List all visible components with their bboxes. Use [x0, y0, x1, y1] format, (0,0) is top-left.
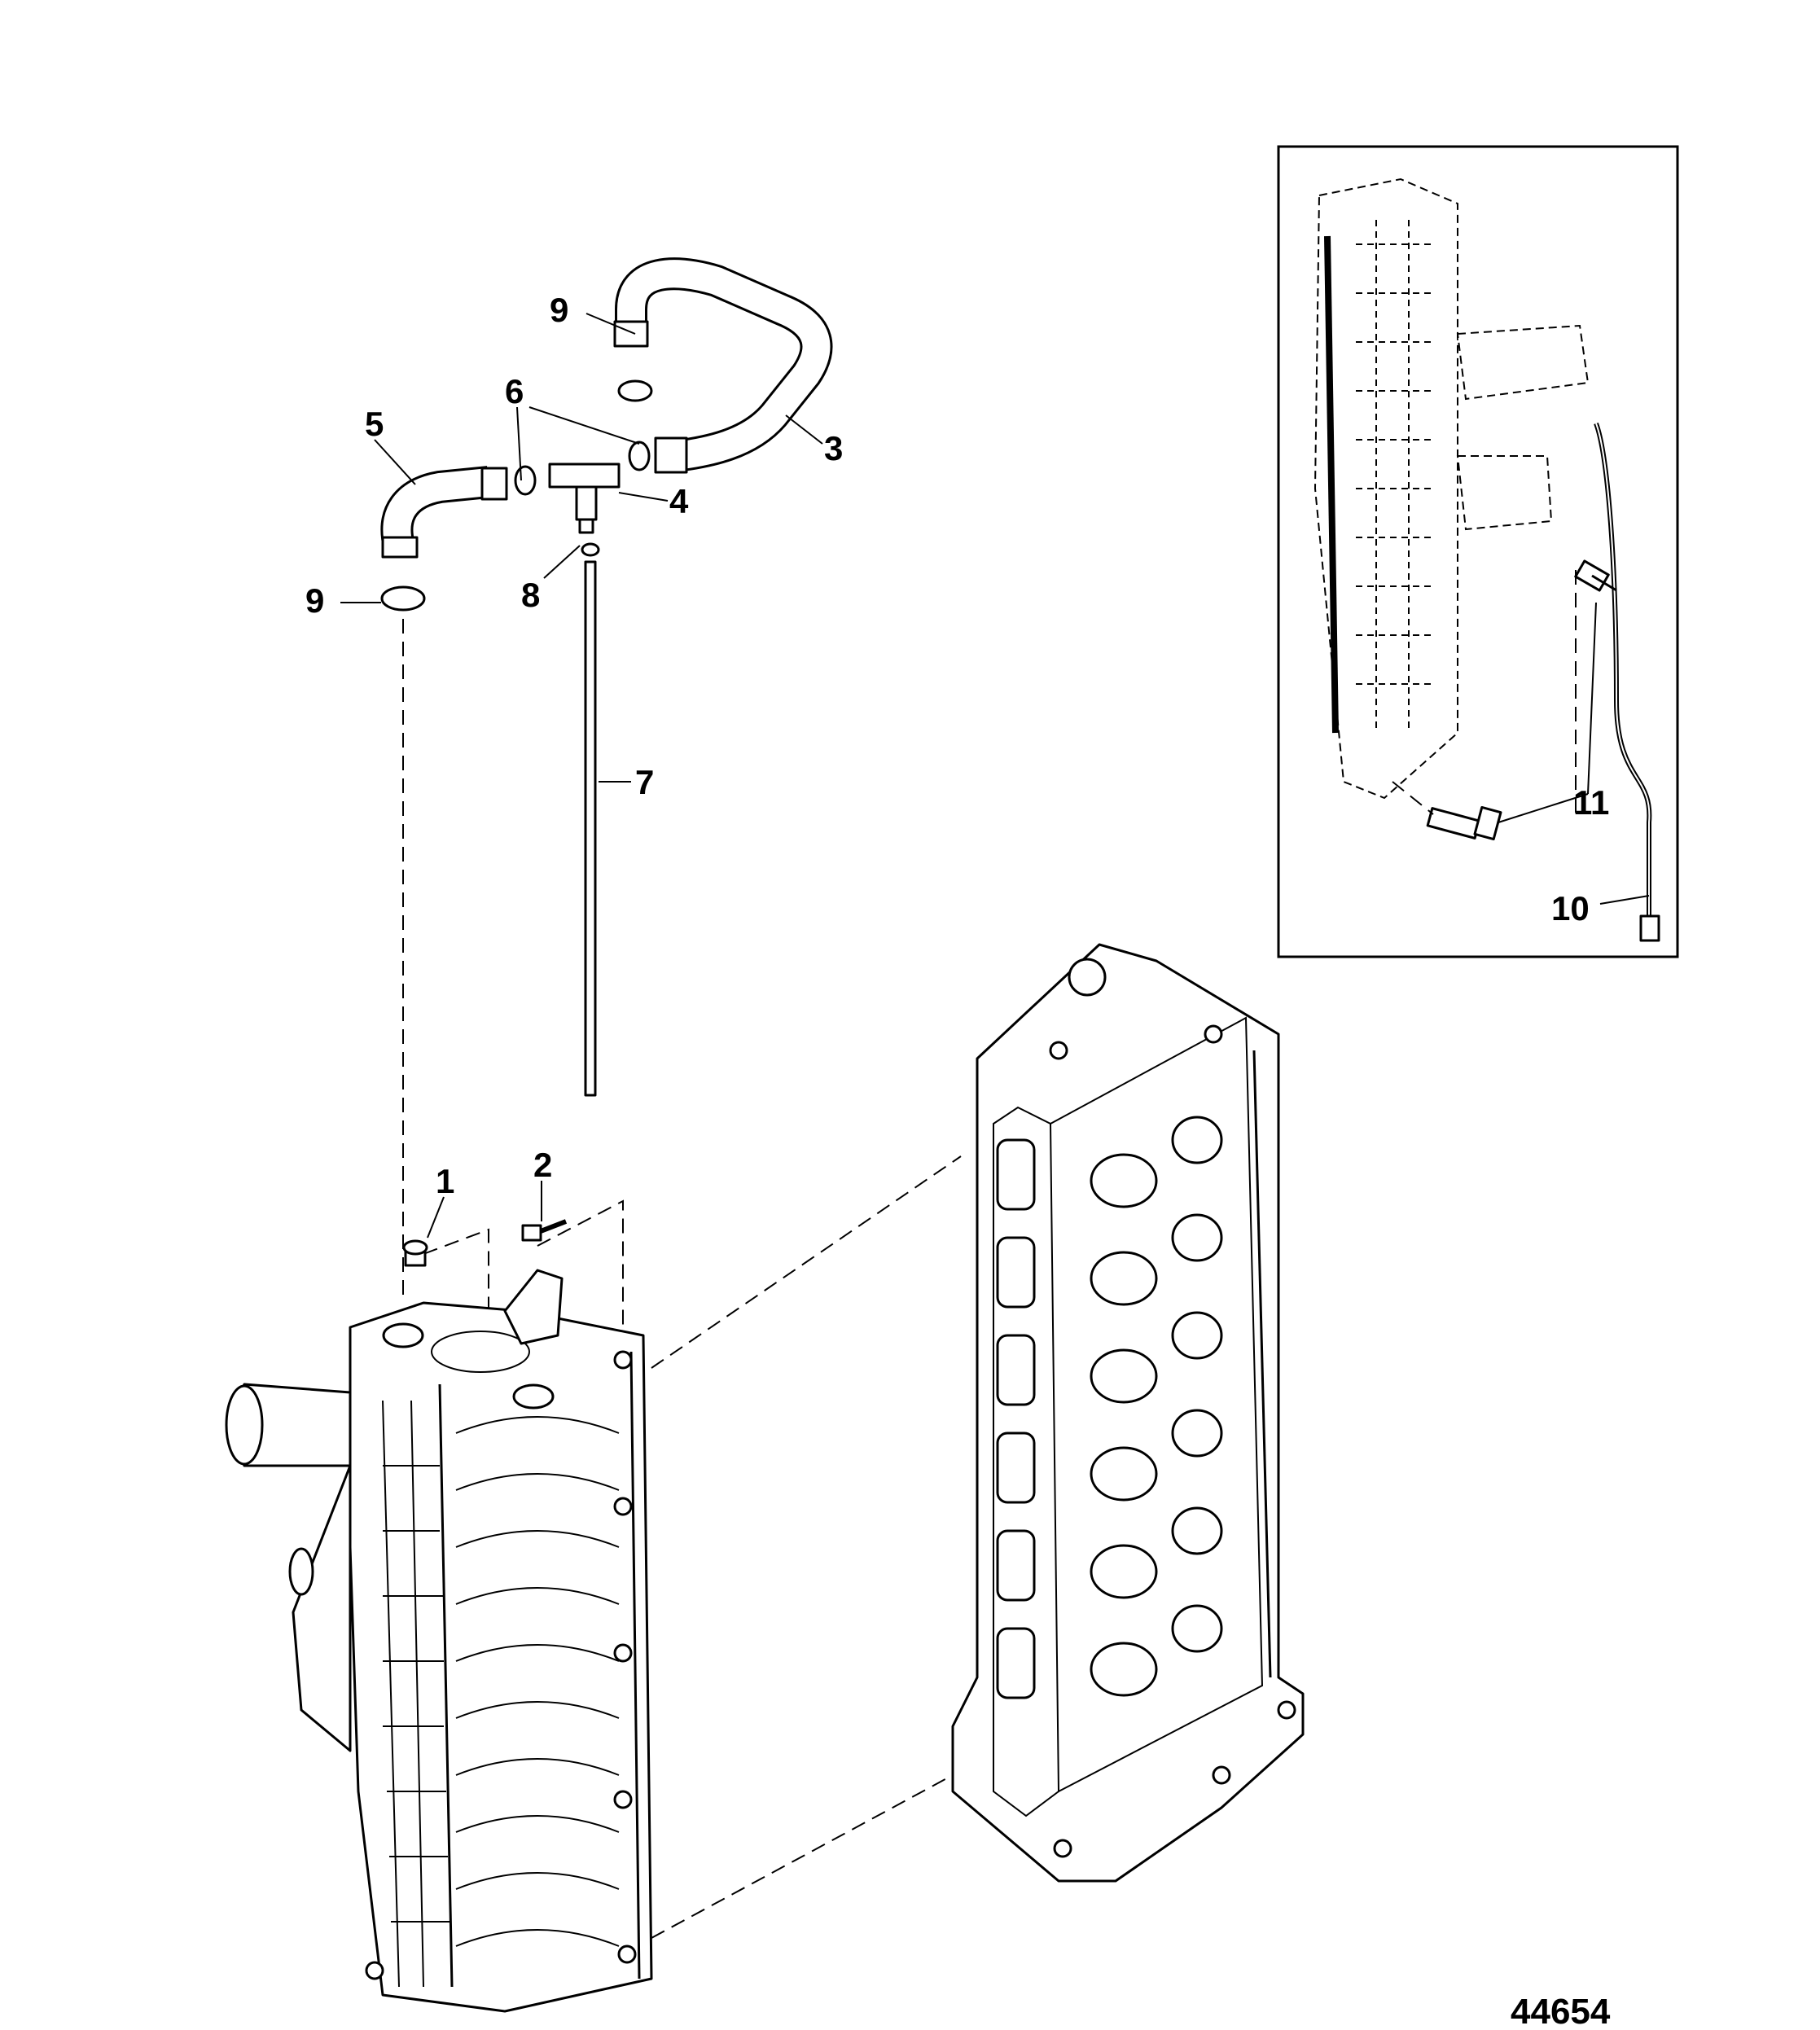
fastener-1 [402, 1239, 428, 1267]
detail-inset [1277, 145, 1679, 958]
intake-manifold [225, 1269, 653, 2013]
cylinder-head-ports [996, 1138, 1036, 1699]
hose-5 [380, 466, 508, 559]
callout-6: 6 [505, 372, 524, 410]
leader-11-b [1498, 793, 1589, 823]
inset-fuel-line-core [1595, 423, 1651, 920]
tee-fitting-4 [548, 463, 621, 534]
callout-11: 11 [1573, 783, 1609, 822]
leader-11-a [1587, 602, 1597, 795]
figure-number: 44654 [1511, 1992, 1611, 2030]
assembly-line-bolt-1 [423, 1228, 489, 1311]
leader-1 [427, 1196, 445, 1239]
inset-frame [1277, 145, 1679, 958]
o-ring-right [628, 441, 651, 471]
leader-5 [374, 439, 416, 485]
clamp-upper [617, 379, 653, 402]
callout-2: 2 [533, 1146, 552, 1184]
hose-3 [613, 257, 833, 474]
o-ring-left [514, 465, 537, 496]
leader-6-b [528, 406, 640, 445]
assembly-line-head-top [651, 1155, 962, 1369]
inset-housing-outline [1313, 178, 1458, 800]
callout-5: 5 [365, 405, 384, 443]
manifold-fins [455, 1416, 620, 1947]
leader-9-upper [585, 313, 636, 335]
inset-outlet-lower [1456, 455, 1553, 531]
leader-8 [543, 545, 581, 579]
leader-4 [618, 492, 669, 502]
callout-labels: 1 2 3 4 5 6 7 8 9 9 10 11 44654 [305, 291, 1611, 2030]
inset-fuel-line-fitting [1639, 914, 1660, 942]
cylinder-head-bosses [1049, 958, 1296, 1858]
callout-9-upper: 9 [550, 291, 568, 329]
inset-ribs [1356, 220, 1433, 733]
leader-6-a [516, 406, 522, 481]
inset-fuel-line [1594, 422, 1652, 920]
callout-8: 8 [521, 576, 540, 614]
callout-9-lower: 9 [305, 581, 324, 620]
inset-outlet-upper [1456, 324, 1590, 401]
inset-bolt-lower [1426, 805, 1502, 841]
callout-10: 10 [1551, 889, 1590, 927]
callout-7: 7 [635, 763, 654, 801]
inset-bolt-upper [1574, 559, 1617, 592]
fastener-2 [521, 1219, 568, 1242]
cylinder-head [951, 943, 1305, 1883]
tube-7 [584, 560, 597, 1097]
clamp-lower [380, 585, 426, 612]
assembly-line-bolt-2 [537, 1199, 624, 1352]
callout-1: 1 [436, 1162, 454, 1200]
leader-10 [1599, 895, 1650, 905]
assembly-line-head-bottom [651, 1774, 954, 1939]
cylinder-head-cam-bores [1090, 1116, 1223, 1697]
callout-4: 4 [669, 482, 689, 520]
inset-bolt-dash-line-2 [1392, 781, 1434, 815]
callout-3: 3 [824, 429, 843, 467]
washer-8 [581, 542, 600, 557]
manifold-grid [383, 1400, 450, 1988]
inset-housing-edge [1324, 235, 1339, 734]
leader-3 [785, 414, 823, 445]
